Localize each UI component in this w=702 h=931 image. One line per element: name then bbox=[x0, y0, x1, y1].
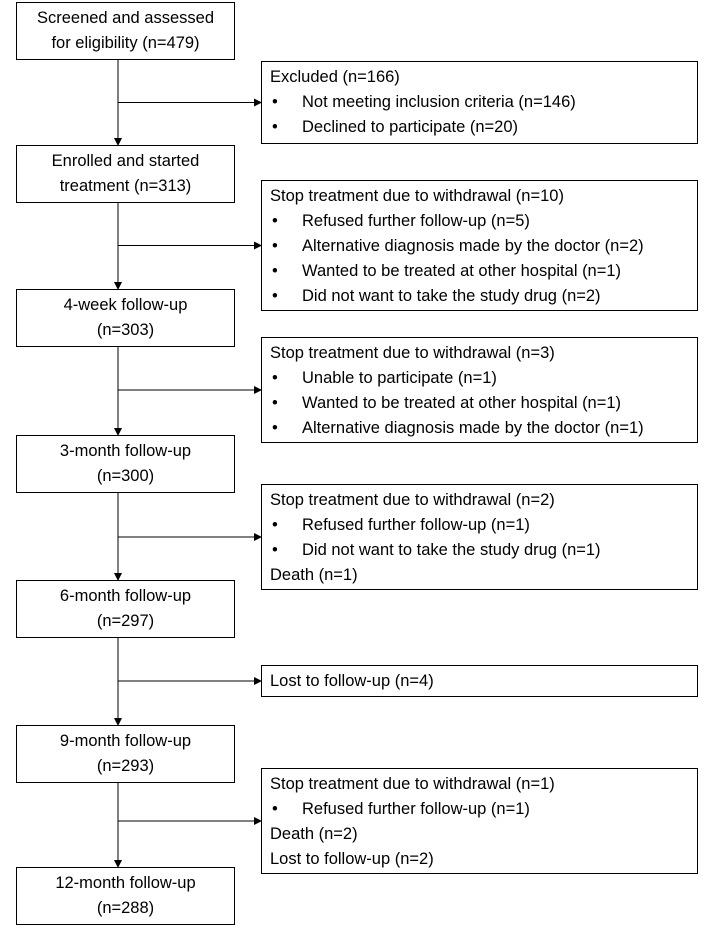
main-box-line: 9-month follow-up bbox=[59, 732, 192, 750]
main-box-line: Enrolled and started bbox=[51, 152, 200, 170]
main-box-line: (n=297) bbox=[96, 612, 155, 630]
side-box-heading: Stop treatment due to withdrawal (n=2) bbox=[270, 491, 555, 509]
side-box-heading: Stop treatment due to withdrawal (n=1) bbox=[270, 775, 555, 793]
side-box-withdrawal-4: Stop treatment due to withdrawal (n=1) R… bbox=[261, 768, 698, 874]
main-box-4-week: 4-week follow-up (n=303) bbox=[16, 289, 235, 347]
main-box-line: 12-month follow-up bbox=[55, 874, 196, 892]
side-box-bullet-item: Did not want to take the study drug (n=2… bbox=[270, 284, 697, 309]
main-box-line: (n=288) bbox=[96, 899, 155, 917]
main-box-line: (n=303) bbox=[96, 321, 155, 339]
main-box-line: Screened and assessed bbox=[36, 9, 215, 27]
main-box-line: (n=293) bbox=[96, 757, 155, 775]
side-box-heading: Stop treatment due to withdrawal (n=3) bbox=[270, 344, 555, 362]
side-box-bullet-item: Wanted to be treated at other hospital (… bbox=[270, 391, 697, 416]
side-box-heading: Excluded (n=166) bbox=[270, 68, 400, 86]
side-box-heading: Lost to follow-up (n=4) bbox=[270, 672, 434, 690]
main-box-line: for eligibility (n=479) bbox=[51, 34, 200, 52]
side-box-withdrawal-1: Stop treatment due to withdrawal (n=10) … bbox=[261, 180, 698, 311]
side-box-lost: Lost to follow-up (n=4) bbox=[261, 665, 698, 697]
side-box-bullet-item: Unable to participate (n=1) bbox=[270, 366, 697, 391]
side-box-bullet-item: Wanted to be treated at other hospital (… bbox=[270, 259, 697, 284]
main-box-enrolled: Enrolled and started treatment (n=313) bbox=[16, 145, 235, 203]
main-box-line: (n=300) bbox=[96, 467, 155, 485]
main-box-6-month: 6-month follow-up (n=297) bbox=[16, 580, 235, 638]
main-box-line: 6-month follow-up bbox=[59, 587, 192, 605]
main-box-line: 4-week follow-up bbox=[63, 296, 188, 314]
side-box-heading: Stop treatment due to withdrawal (n=10) bbox=[270, 187, 564, 205]
side-box-withdrawal-3: Stop treatment due to withdrawal (n=2) R… bbox=[261, 484, 698, 590]
main-box-line: treatment (n=313) bbox=[59, 177, 192, 195]
side-box-bullet-item: Not meeting inclusion criteria (n=146) bbox=[270, 90, 697, 115]
main-box-12-month: 12-month follow-up (n=288) bbox=[16, 867, 235, 925]
side-box-line: Death (n=2) bbox=[270, 825, 358, 843]
side-box-excluded: Excluded (n=166) Not meeting inclusion c… bbox=[261, 61, 698, 144]
side-box-bullet-item: Refused further follow-up (n=1) bbox=[270, 513, 697, 538]
side-box-line: Death (n=1) bbox=[270, 566, 358, 584]
main-box-screened: Screened and assessed for eligibility (n… bbox=[16, 2, 235, 60]
side-box-line: Lost to follow-up (n=2) bbox=[270, 850, 434, 868]
side-box-bullet-item: Declined to participate (n=20) bbox=[270, 115, 697, 140]
main-box-9-month: 9-month follow-up (n=293) bbox=[16, 725, 235, 783]
main-box-3-month: 3-month follow-up (n=300) bbox=[16, 435, 235, 493]
side-box-withdrawal-2: Stop treatment due to withdrawal (n=3) U… bbox=[261, 337, 698, 443]
main-box-line: 3-month follow-up bbox=[59, 442, 192, 460]
side-box-bullet-item: Alternative diagnosis made by the doctor… bbox=[270, 234, 697, 259]
side-box-bullet-item: Refused further follow-up (n=5) bbox=[270, 209, 697, 234]
side-box-bullet-item: Did not want to take the study drug (n=1… bbox=[270, 538, 697, 563]
side-box-bullet-item: Refused further follow-up (n=1) bbox=[270, 797, 697, 822]
side-box-bullet-item: Alternative diagnosis made by the doctor… bbox=[270, 416, 697, 441]
